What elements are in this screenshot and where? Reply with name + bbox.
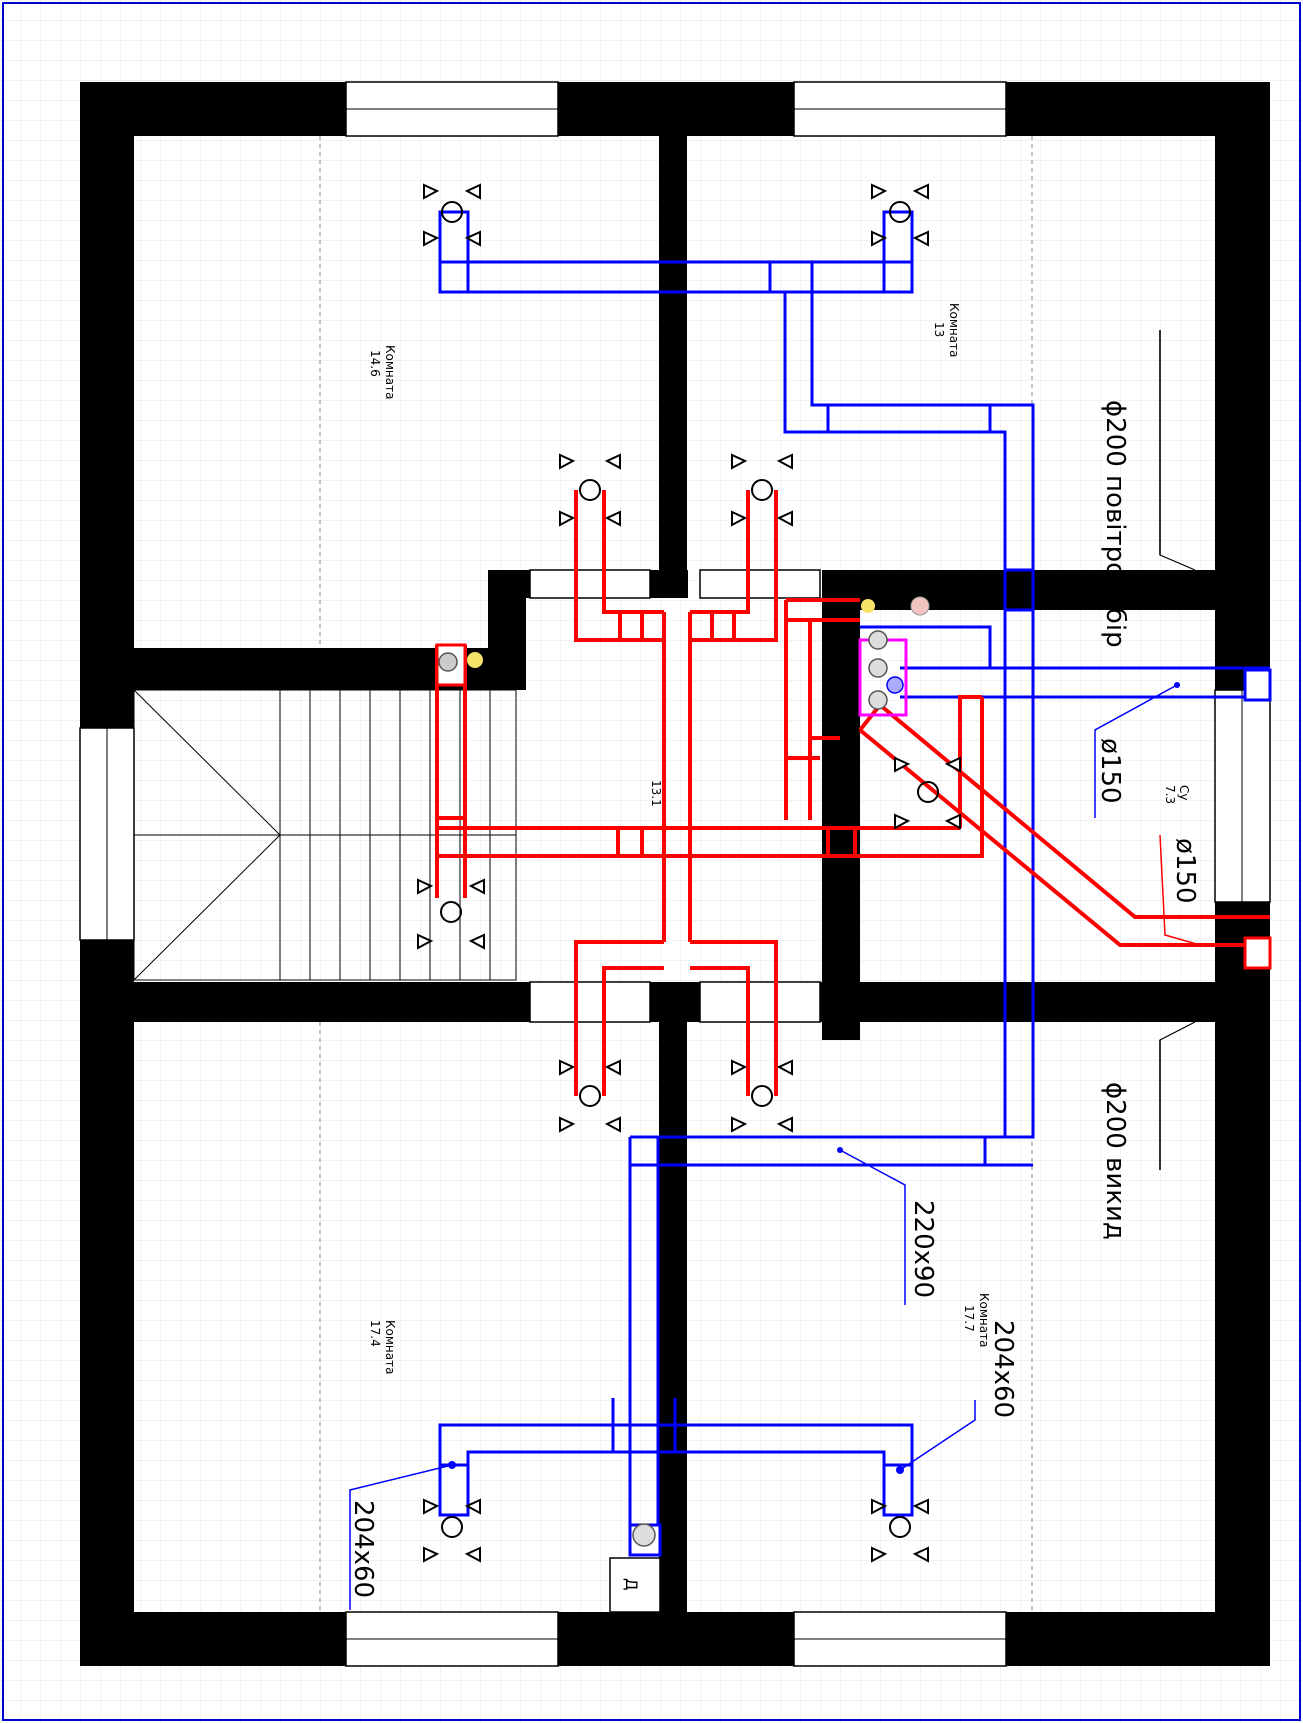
room-1-name: Комната xyxy=(383,345,397,399)
fan-icon xyxy=(438,652,458,672)
room-4-area: 7.3 xyxy=(1163,785,1177,804)
leader-dots xyxy=(448,682,1180,1474)
extract-terminal-caps xyxy=(438,210,1272,1557)
duct-204x60-left-label: 204x60 xyxy=(348,1500,378,1598)
room-1-area: 14.6 xyxy=(368,350,382,377)
staircase xyxy=(133,689,517,981)
room-6-area: 17.7 xyxy=(962,1305,976,1332)
red-leader-line xyxy=(1159,834,1201,946)
window-sill-lines xyxy=(106,108,1243,1640)
blue-leader-lines xyxy=(349,684,1178,1610)
exhaust-label: ϕ200 викид xyxy=(1100,1082,1130,1240)
room-4-name: Су xyxy=(1177,785,1191,800)
room-2-area: 13 xyxy=(932,322,946,337)
room-2-name: Комната xyxy=(947,303,961,357)
diffusers xyxy=(440,201,939,1538)
recuperator-unit xyxy=(858,630,908,717)
fan-icon-bottom xyxy=(632,1523,656,1547)
intake-label: ϕ200 повітрозабір xyxy=(1100,400,1130,648)
marker-box xyxy=(609,1557,661,1613)
status-dot-yellow xyxy=(467,652,483,668)
duct-204x60-right-label: 204x60 xyxy=(988,1320,1018,1418)
supply-ducts xyxy=(435,490,1270,1096)
diffuser-arrows xyxy=(417,183,961,1563)
status-dot-yellow-2 xyxy=(861,599,875,613)
status-dot-pink xyxy=(910,596,930,616)
room-6-name: Комната xyxy=(977,1293,991,1347)
room-labels: Комната 14.6 Комната 13 13.1 Су 7.3 Комн… xyxy=(368,303,1191,1374)
duct-220x90-label: 220x90 xyxy=(908,1200,938,1298)
marker-label: Д xyxy=(622,1578,641,1591)
callout-labels: ϕ200 повітрозабір ϕ200 викид ø150 ø150 2… xyxy=(348,400,1200,1598)
room-3-area: 13.1 xyxy=(649,780,663,807)
room-5-name: Комната xyxy=(383,1320,397,1374)
room-5-area: 17.4 xyxy=(368,1320,382,1347)
d150-blue-label: ø150 xyxy=(1095,738,1125,804)
d150-red-label: ø150 xyxy=(1170,838,1200,904)
